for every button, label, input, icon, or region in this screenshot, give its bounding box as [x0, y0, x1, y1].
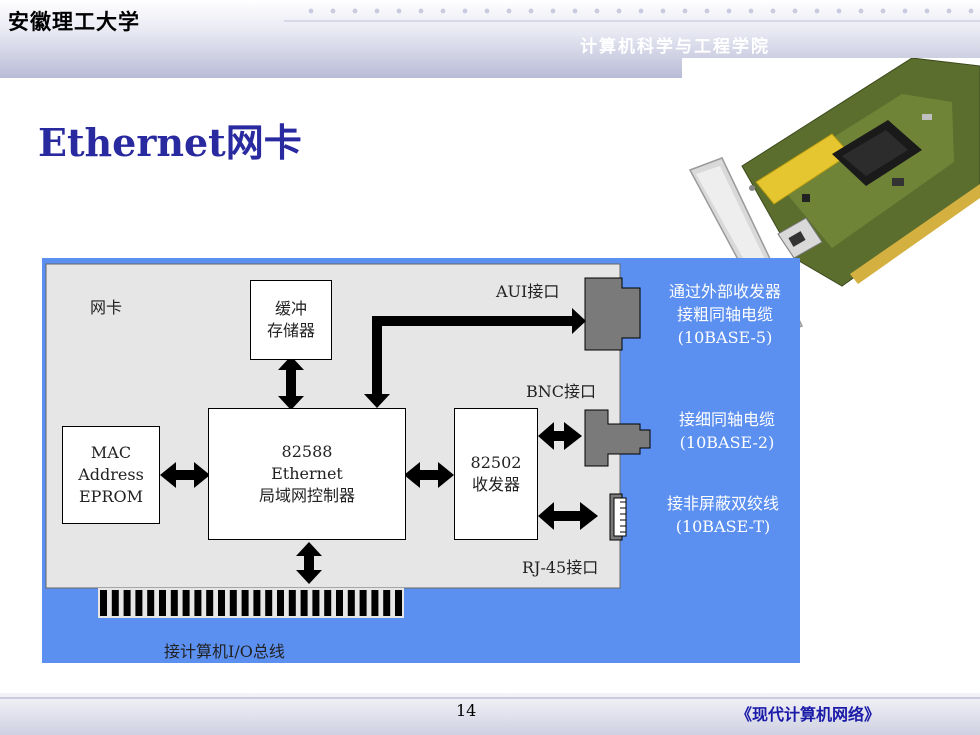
bus-pin: [218, 590, 225, 616]
bus-pin: [359, 590, 367, 616]
bus-pin: [324, 590, 332, 616]
footer-line: [0, 697, 980, 699]
aui-desc-line-1: 通过外部收发器: [668, 282, 781, 301]
header-band: 安徽理工大学 计算机科学与工程学院: [0, 0, 980, 78]
controller-box: 82588 Ethernet 局域网控制器: [208, 408, 406, 540]
buffer-line-2: 存储器: [266, 321, 315, 340]
bus-pin: [100, 590, 107, 616]
rj45-desc-line-2: (10BASE-T): [675, 517, 771, 536]
bus-pin: [194, 590, 202, 616]
book-title: 《现代计算机网络》: [736, 705, 881, 724]
bus-pin: [371, 590, 379, 616]
bus-pin: [123, 590, 131, 616]
mac-line-1: MAC: [90, 443, 132, 462]
mac-line-2: Address: [78, 465, 144, 484]
controller-line-3: 局域网控制器: [258, 486, 355, 505]
controller-line-2: Ethernet: [271, 464, 343, 483]
bus-pin: [288, 590, 296, 616]
bus-connector-pins: [98, 588, 404, 618]
bnc-description: 接细同轴电缆 (10BASE-2): [662, 408, 792, 454]
bus-pin: [253, 590, 261, 616]
controller-line-1: 82588: [281, 442, 333, 461]
transceiver-line-1: 82502: [470, 453, 522, 472]
aui-arrow: [364, 308, 586, 408]
card-label: 网卡: [90, 298, 123, 317]
controller-bus-arrow: [296, 542, 322, 584]
buffer-controller-arrow: [278, 356, 304, 410]
bus-pin: [383, 590, 391, 616]
bnc-desc-line-1: 接细同轴电缆: [678, 410, 775, 429]
page-number: 14: [456, 701, 477, 720]
diagram-graphics: [42, 258, 800, 663]
aui-desc-line-2: 接粗同轴电缆: [676, 305, 773, 324]
buffer-line-1: 缓冲: [274, 299, 307, 318]
bnc-desc-line-2: (10BASE-2): [679, 433, 775, 452]
bus-pin: [135, 590, 143, 616]
mac-controller-arrow: [160, 462, 210, 488]
buffer-memory-box: 缓冲 存储器: [250, 280, 332, 360]
rj45-description: 接非屏蔽双绞线 (10BASE-T): [648, 492, 798, 538]
bus-pin: [229, 590, 237, 616]
bus-pin: [312, 590, 320, 616]
network-card-photo: [682, 58, 980, 334]
header-dots: [300, 8, 980, 14]
controller-transceiver-arrow: [404, 462, 454, 488]
transceiver-box: 82502 收发器: [454, 408, 538, 540]
header-line: [284, 20, 980, 22]
rj45-connector: [609, 493, 627, 541]
bus-pin: [206, 590, 214, 616]
nic-block-diagram: 网卡 缓冲 存储器 MAC Address EPROM 82588 Ethern…: [42, 258, 800, 663]
school-name: 安徽理工大学: [8, 10, 140, 34]
bnc-connector: [584, 409, 651, 467]
aui-connector: [584, 277, 641, 351]
mac-eprom-box: MAC Address EPROM: [62, 426, 160, 524]
mac-line-3: EPROM: [79, 487, 143, 506]
aui-description: 通过外部收发器 接粗同轴电缆 (10BASE-5): [650, 280, 800, 349]
bnc-port-label: BNC接口: [526, 382, 597, 401]
bus-pin: [336, 590, 343, 616]
bus-pin: [265, 590, 273, 616]
slide-title: Ethernet网卡: [38, 120, 302, 165]
bus-pin: [147, 590, 155, 616]
bus-label: 接计算机I/O总线: [164, 642, 285, 661]
bus-pin: [277, 590, 284, 616]
aui-desc-line-3: (10BASE-5): [677, 328, 773, 347]
department-name: 计算机科学与工程学院: [580, 37, 770, 57]
bus-pin: [170, 590, 178, 616]
bus-pin: [347, 590, 355, 616]
footer-band: [0, 693, 980, 735]
bus-pin: [300, 590, 308, 616]
bus-pin: [111, 590, 119, 616]
rj45-port-label: RJ-45接口: [522, 558, 599, 577]
transceiver-line-2: 收发器: [471, 475, 520, 494]
transceiver-bnc-arrow: [538, 422, 582, 450]
aui-port-label: AUI接口: [496, 282, 560, 301]
bus-pin: [395, 590, 402, 616]
bus-pin: [241, 590, 249, 616]
rj45-desc-line-1: 接非屏蔽双绞线: [666, 494, 779, 513]
transceiver-rj45-arrow: [538, 502, 598, 530]
bus-pin: [159, 590, 166, 616]
bus-pin: [182, 590, 190, 616]
